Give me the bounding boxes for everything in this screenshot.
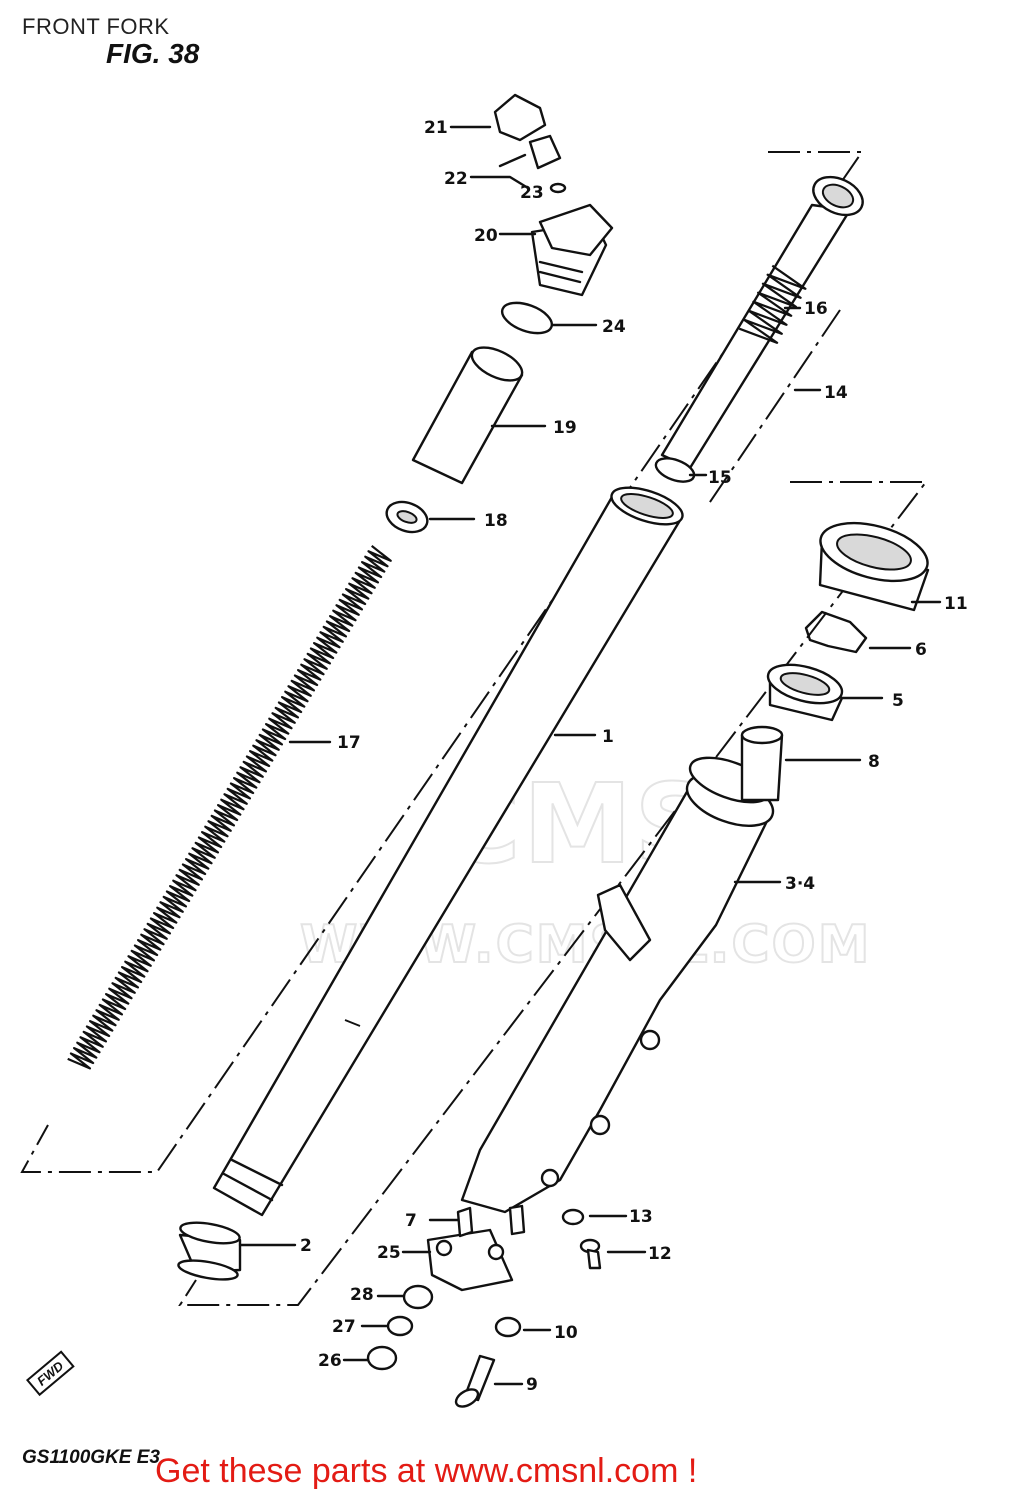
callout-27: 27 [332,1317,356,1337]
leader-lines [238,125,942,1386]
outer-tube-3-4 [460,756,775,1214]
figure-number: FIG. 38 [106,38,200,69]
oil-seal-5 [766,663,844,722]
washer-13 [561,1208,585,1226]
callout-20: 20 [474,226,498,246]
callout-25: 25 [377,1243,401,1263]
group-bracket-outer-tube [178,481,929,1306]
callout-24: 24 [602,317,626,337]
washer-27 [386,1315,414,1337]
group-bracket-damper [707,309,841,506]
spring-seat-18 [385,500,429,534]
cap-21 [493,93,547,142]
dust-seal-11 [818,521,930,612]
callout-22: 22 [444,169,468,189]
damper-rod-14 [654,175,864,483]
callout-1: 1 [602,727,614,747]
o-ring-24 [500,301,554,335]
callout-19: 19 [553,418,577,438]
nut-26 [366,1345,398,1371]
callout-28: 28 [350,1285,374,1305]
oil-lock-piece-2 [177,1221,242,1281]
axle-holder-25 [426,1228,514,1292]
model-code: GS1100GKE E3 [22,1447,161,1468]
inner-tube-1 [212,486,684,1217]
callout-9: 9 [526,1375,538,1395]
stopper-8 [740,725,784,802]
callout-18: 18 [484,511,508,531]
spacer-19 [411,346,524,485]
callout-16: 16 [804,299,828,319]
callout-labels: 1 2 3·4 5 6 7 8 9 10 11 12 13 14 15 16 1… [300,118,968,1395]
callout-3-4: 3·4 [785,874,815,894]
bolt-12 [579,1238,602,1270]
callout-8: 8 [868,752,880,772]
promo-link[interactable]: Get these parts at www.cmsnl.com ! [155,1452,698,1490]
callout-14: 14 [824,383,848,403]
callout-12: 12 [648,1244,672,1264]
circlip-6 [804,610,868,654]
rebound-spring-16 [738,264,807,344]
valve-ring-23 [549,182,567,194]
callout-15: 15 [708,468,732,488]
washer-10 [494,1316,522,1338]
callout-21: 21 [424,118,448,138]
callout-13: 13 [629,1207,653,1227]
air-valve-22 [528,134,562,170]
washer-28 [402,1284,434,1310]
callout-17: 17 [337,733,361,753]
callout-6: 6 [915,640,927,660]
callout-2: 2 [300,1236,312,1256]
callout-10: 10 [554,1323,578,1343]
callout-5: 5 [892,691,904,711]
stud-7 [456,1204,526,1238]
group-bracket-inner-tube [20,151,864,1173]
callout-11: 11 [944,594,968,614]
callout-26: 26 [318,1351,342,1371]
bolt-9 [454,1354,496,1408]
fork-spring-17 [67,545,392,1070]
cap-bolt-20 [530,203,614,297]
callout-7: 7 [405,1211,417,1231]
page-title: FRONT FORK [22,14,170,39]
callout-23: 23 [520,183,544,203]
